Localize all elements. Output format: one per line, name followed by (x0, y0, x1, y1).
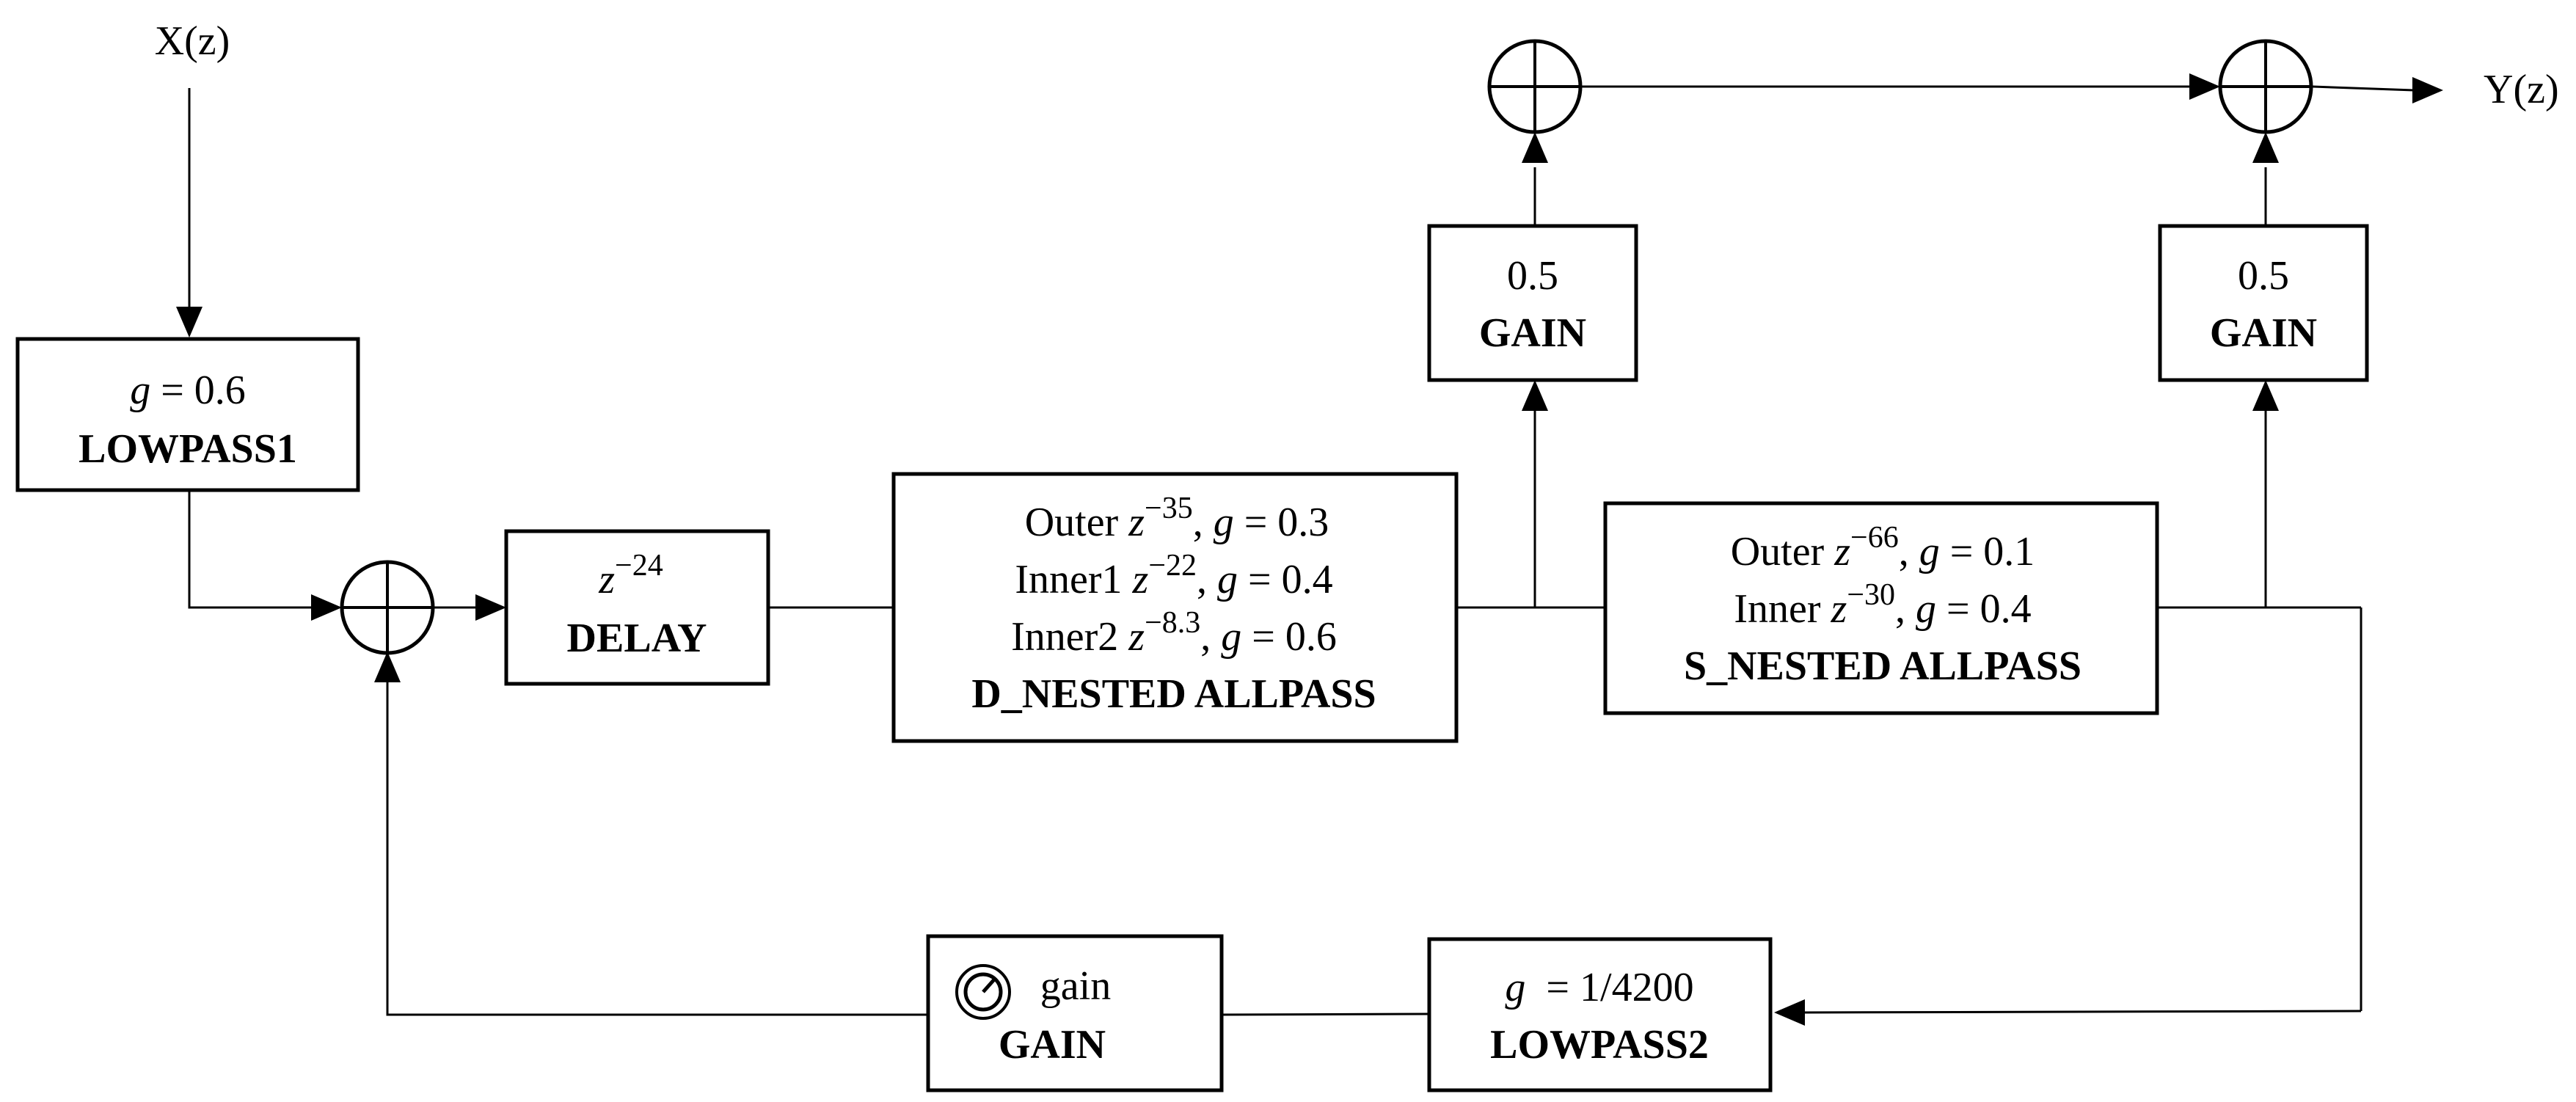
svg-text:Inner2 z−8.3, g = 0.6: Inner2 z−8.3, g = 0.6 (1011, 606, 1337, 660)
lowpass2-param-var: g (1505, 965, 1525, 1010)
svg-text:Outer z−35, g = 0.3: Outer z−35, g = 0.3 (1025, 492, 1329, 545)
delay-name: DELAY (567, 616, 707, 661)
gain-knob-name: GAIN (999, 1022, 1106, 1068)
arrow-into-gain-a (1522, 380, 1548, 411)
gain-b-value: 0.5 (2238, 253, 2289, 299)
gain-block-b: 0.5 GAIN (2158, 224, 2369, 382)
gain-knob-block: gain GAIN (926, 934, 1224, 1092)
svg-text:g = 1/4200: g = 1/4200 (1505, 965, 1693, 1010)
knob-icon (955, 964, 1011, 1020)
input-label: X(z) (155, 18, 230, 64)
d-nested-allpass-block: Outer z−35, g = 0.3 Inner1 z−22, g = 0.4… (891, 472, 1459, 743)
gain-knob-value: gain (1040, 963, 1111, 1009)
gain-a-value: 0.5 (1507, 253, 1558, 299)
summing-junction-output (2218, 39, 2313, 134)
svg-text:Outer z−66, g = 0.1: Outer z−66, g = 0.1 (1731, 521, 2035, 574)
lowpass1-block: g = 0.6 LOWPASS1 (15, 337, 360, 492)
arrow-into-gain-b (2252, 380, 2279, 411)
s-nested-line1-prefix: Outer (1731, 529, 1835, 574)
d-nested-name: D_NESTED ALLPASS (971, 671, 1376, 717)
arrow-into-lowpass2 (1774, 999, 1805, 1026)
arrow-output (2412, 77, 2443, 103)
delay-z: z (598, 557, 615, 602)
arrow-into-sum1-bottom (374, 652, 401, 682)
svg-text:z−24: z−24 (598, 549, 663, 602)
svg-text:Inner1 z−22, g = 0.4: Inner1 z−22, g = 0.4 (1015, 549, 1332, 602)
d-nested-line2-prefix: Inner1 (1015, 557, 1132, 602)
lowpass1-param-eq: = 0.6 (150, 368, 246, 413)
svg-text:Inner z−30, g = 0.4: Inner z−30, g = 0.4 (1734, 578, 2031, 632)
lowpass2-name: LOWPASS2 (1490, 1022, 1709, 1068)
delay-exp: −24 (615, 549, 663, 583)
lowpass1-name: LOWPASS1 (79, 426, 297, 472)
signal-wires (188, 85, 2415, 1016)
gain-a-name: GAIN (1479, 310, 1586, 356)
output-label: Y(z) (2484, 67, 2559, 112)
lowpass1-param-var: g (130, 368, 150, 413)
lowpass2-param-eq: = 1/4200 (1525, 965, 1693, 1010)
s-nested-name: S_NESTED ALLPASS (1684, 643, 2081, 689)
summing-junction-input (340, 560, 435, 655)
summing-junction-top-left (1487, 39, 1583, 134)
d-nested-line1-prefix: Outer (1025, 500, 1129, 545)
arrow-into-sum-b (2252, 132, 2279, 163)
s-nested-allpass-block: Outer z−66, g = 0.1 Inner z−30, g = 0.4 … (1603, 501, 2159, 715)
delay-block: z−24 DELAY (504, 529, 770, 686)
lowpass2-block: g = 1/4200 LOWPASS2 (1427, 937, 1773, 1092)
arrow-into-sum-b-left (2189, 73, 2220, 100)
d-nested-line3-prefix: Inner2 (1011, 614, 1128, 660)
gain-b-name: GAIN (2210, 310, 2317, 356)
gain-block-a: 0.5 GAIN (1427, 224, 1638, 382)
arrow-into-sum-a (1522, 132, 1548, 163)
arrow-into-lowpass1 (176, 307, 202, 337)
s-nested-line2-prefix: Inner (1734, 586, 1831, 632)
arrow-into-sum1-left (311, 594, 342, 621)
arrow-into-delay (475, 594, 506, 621)
svg-text:g = 0.6: g = 0.6 (130, 368, 246, 413)
